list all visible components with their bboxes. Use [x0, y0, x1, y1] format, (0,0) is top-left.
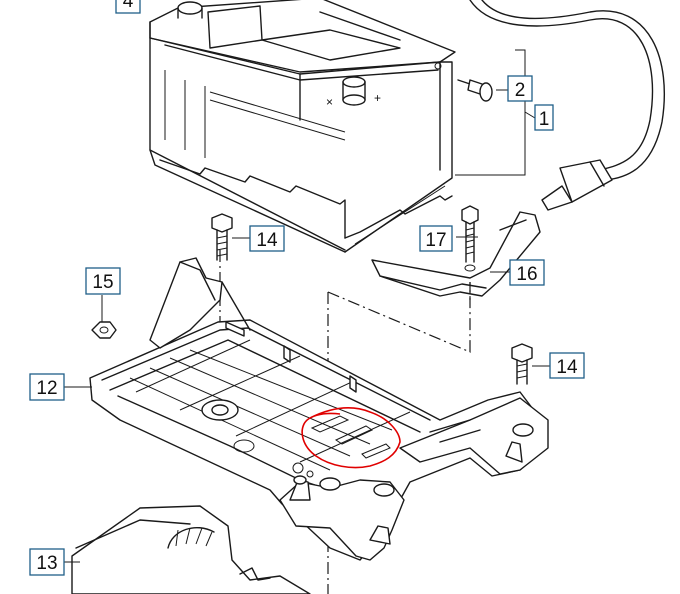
- vent-hose: [469, 0, 666, 211]
- hold-down-clamp: [371, 211, 541, 297]
- callout-17: 17: [419, 225, 453, 252]
- bolt-14-left: [211, 213, 233, 261]
- battery-tray: [89, 257, 549, 561]
- svg-text:17: 17: [425, 230, 446, 251]
- callout-14-left: 14: [249, 225, 285, 252]
- svg-text:15: 15: [92, 272, 113, 293]
- callout-14-right: 14: [549, 352, 585, 379]
- svg-text:2: 2: [515, 80, 526, 101]
- callout-1: 1: [534, 104, 554, 131]
- vent-plug: [457, 79, 493, 102]
- svg-text:1: 1: [539, 109, 550, 130]
- callout-16: 16: [509, 259, 545, 286]
- bolt-14-right: [511, 343, 533, 385]
- callout-13: 13: [29, 548, 65, 576]
- nut-15: [91, 321, 117, 339]
- svg-text:14: 14: [556, 357, 578, 378]
- highlight-circle: [301, 406, 401, 469]
- tray-cover: [71, 505, 311, 594]
- bolt-17: [461, 205, 479, 263]
- svg-text:16: 16: [516, 264, 537, 285]
- callout-4: 4: [115, 0, 141, 14]
- svg-text:13: 13: [36, 553, 57, 574]
- callout-15: 15: [85, 267, 121, 295]
- svg-text:4: 4: [123, 0, 134, 12]
- battery: × +: [149, 0, 456, 253]
- svg-text:14: 14: [256, 230, 278, 251]
- svg-text:12: 12: [36, 378, 57, 399]
- plus-terminal-mark: +: [374, 91, 381, 105]
- minus-terminal-mark: ×: [326, 95, 333, 109]
- callout-2: 2: [507, 75, 533, 102]
- callout-12: 12: [29, 373, 65, 401]
